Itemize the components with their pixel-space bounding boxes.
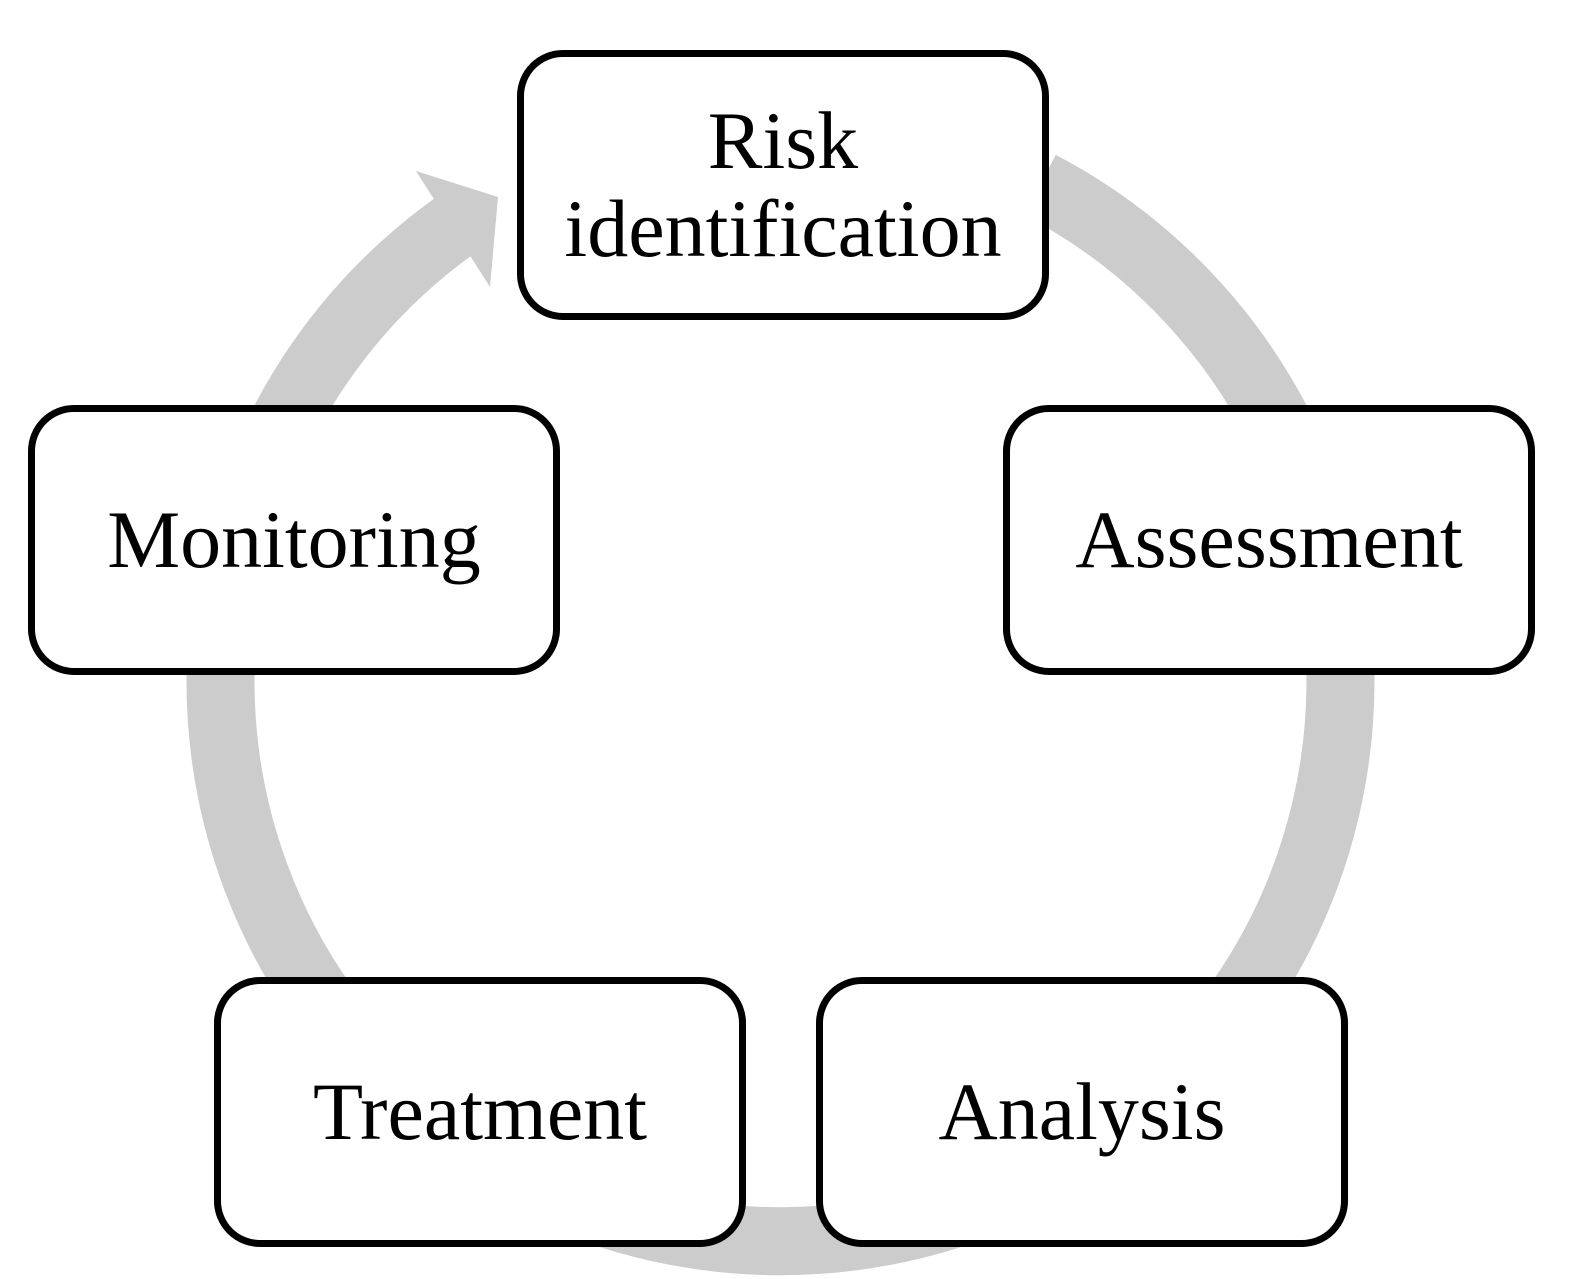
step-analysis-box: Analysis <box>816 977 1348 1247</box>
cycle-arrowhead <box>416 171 498 287</box>
step-assessment-box: Assessment <box>1003 405 1535 675</box>
step-analysis-label: Analysis <box>938 1066 1226 1157</box>
step-monitoring-label: Monitoring <box>107 494 481 585</box>
step-treatment-label: Treatment <box>312 1066 648 1157</box>
step-monitoring-box: Monitoring <box>28 405 560 675</box>
step-treatment-box: Treatment <box>214 977 746 1247</box>
step-assessment-label: Assessment <box>1075 494 1463 585</box>
step-risk-identification-label: Risk identification <box>564 95 1002 274</box>
step-risk-identification-box: Risk identification <box>517 50 1049 320</box>
